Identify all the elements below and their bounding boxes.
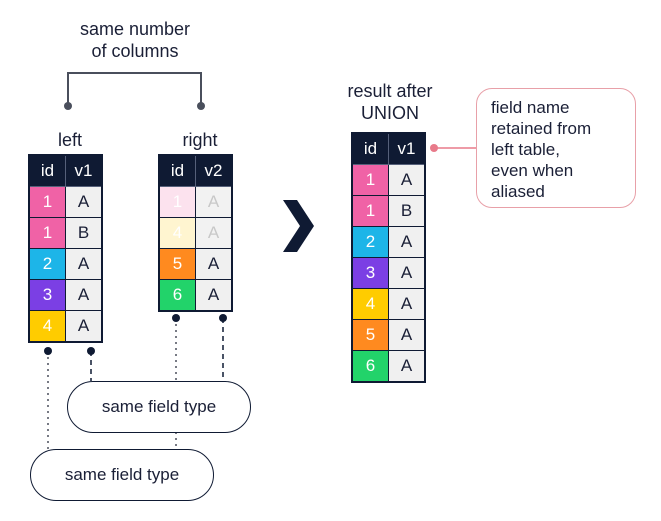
value-cell: A [195, 217, 233, 249]
note-line: retained from [491, 119, 592, 138]
columns-label: same number of columns [50, 18, 220, 62]
id-cell: 2 [351, 226, 389, 258]
same-field-type-pill-upper: same field type [67, 381, 251, 433]
id-cell: 4 [28, 310, 66, 343]
result-title-line1: result after [347, 81, 433, 101]
value-cell: A [65, 310, 103, 343]
id-cell: 1 [351, 164, 389, 196]
value-cell: A [65, 186, 103, 218]
chevron-right-icon [283, 200, 314, 252]
value-cell: A [195, 248, 233, 280]
id-cell: 6 [158, 279, 196, 312]
value-cell: A [388, 164, 426, 196]
right-table-title: right [182, 130, 218, 150]
value-cell: A [65, 279, 103, 311]
id-cell: 4 [158, 217, 196, 249]
right-v-dot [219, 314, 227, 322]
id-cell: 3 [28, 279, 66, 311]
value-cell: A [388, 288, 426, 320]
left-table-title: left [57, 130, 82, 150]
column-header-id: id [351, 132, 389, 165]
columns-bracket [67, 72, 202, 106]
value-cell: A [195, 186, 233, 218]
column-header-v1: v1 [65, 154, 103, 187]
value-cell: B [65, 217, 103, 249]
note-dot [430, 144, 438, 152]
note-line: even when [491, 161, 574, 180]
value-cell: A [388, 226, 426, 258]
result-table-title: result after UNION [320, 80, 460, 124]
id-cell: 6 [351, 350, 389, 383]
id-cell: 3 [351, 257, 389, 289]
left-v-dot [87, 347, 95, 355]
value-cell: A [65, 248, 103, 280]
column-header-id: id [158, 154, 196, 187]
value-cell: A [195, 279, 233, 312]
table-header-row: id v1 [351, 132, 426, 165]
note-line: aliased [491, 182, 545, 201]
column-header-v2: v2 [195, 154, 233, 187]
columns-label-line1: same number [79, 19, 191, 39]
id-cell: 5 [158, 248, 196, 280]
table-header-row: id v1 [28, 154, 103, 187]
value-cell: B [388, 195, 426, 227]
left-id-dot [44, 347, 52, 355]
value-cell: A [388, 257, 426, 289]
bracket-dot-right [197, 102, 205, 110]
id-cell: 1 [28, 217, 66, 249]
id-cell: 2 [28, 248, 66, 280]
note-line: field name [491, 98, 570, 117]
id-cell: 1 [28, 186, 66, 218]
field-name-note: field name retained from left table, eve… [476, 88, 636, 208]
value-cell: A [388, 319, 426, 351]
columns-label-line2: of columns [91, 41, 179, 61]
id-cell: 4 [351, 288, 389, 320]
id-cell: 1 [158, 186, 196, 218]
id-cell: 1 [351, 195, 389, 227]
same-field-type-pill-lower: same field type [30, 449, 214, 501]
bracket-dot-left [64, 102, 72, 110]
value-cell: A [388, 350, 426, 383]
right-id-dot [172, 314, 180, 322]
note-line: left table, [491, 140, 560, 159]
table-header-row: id v2 [158, 154, 233, 187]
result-title-line2: UNION [361, 103, 419, 123]
id-cell: 5 [351, 319, 389, 351]
column-header-id: id [28, 154, 66, 187]
column-header-v1: v1 [388, 132, 426, 165]
